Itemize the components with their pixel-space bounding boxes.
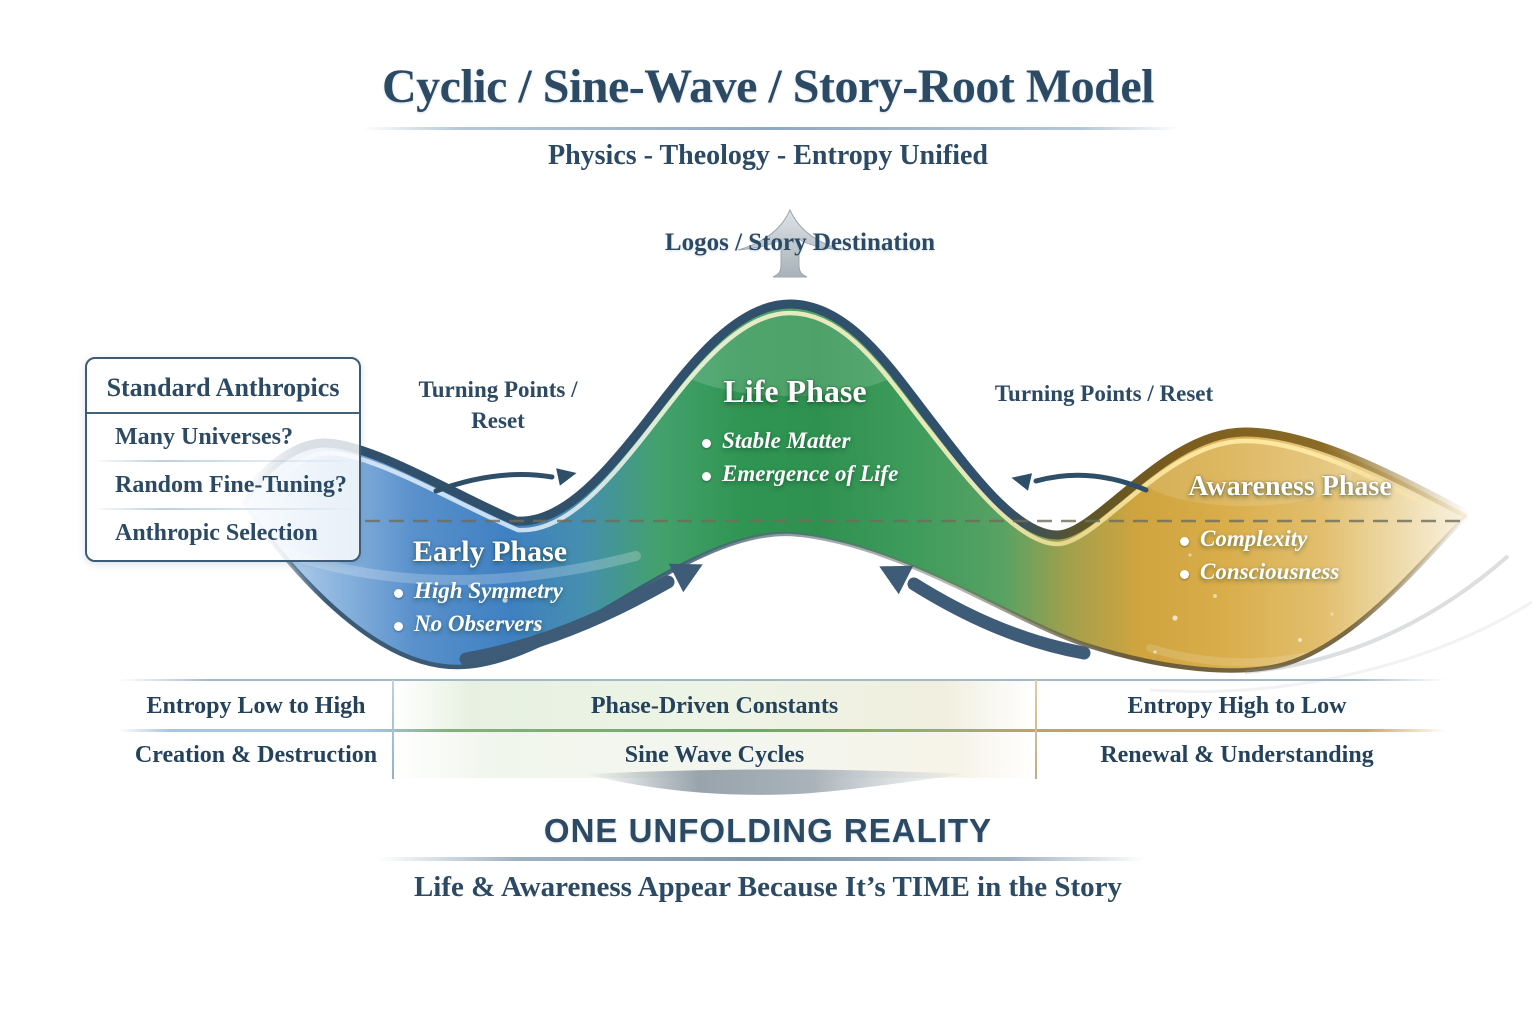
turning-points-left-line2: Reset xyxy=(471,408,525,433)
phase-bullet: No Observers xyxy=(394,611,618,637)
anthropics-item: Many Universes? xyxy=(115,424,293,450)
blue-sheen xyxy=(277,547,641,585)
footer-divider xyxy=(378,857,1146,861)
bullet-text: Emergence of Life xyxy=(722,461,899,486)
footer-title: ONE UNFOLDING REALITY xyxy=(543,812,993,849)
bullet-text: No Observers xyxy=(414,611,543,636)
early-phase-title: Early Phase xyxy=(412,535,568,568)
bullet-dot-icon xyxy=(702,439,711,448)
page-subtitle: Physics - Theology - Entropy Unified xyxy=(547,140,988,171)
creation-cell: Creation & Destruction xyxy=(134,742,378,768)
entropy-left-cell: Entropy Low to High xyxy=(146,693,366,719)
logos-destination-label: Logos / Story Destination xyxy=(664,229,936,256)
sine-cycles-cell: Sine Wave Cycles xyxy=(624,742,805,768)
life-phase-block: Life Phase Stable Matter Emergence of Li… xyxy=(650,372,940,487)
bullet-text: Consciousness xyxy=(1200,559,1340,584)
gold-bottom-sheen xyxy=(1146,612,1424,667)
wave-lower-edge xyxy=(240,500,1470,673)
middle-cell-background xyxy=(394,681,1035,729)
bullet-dot-icon xyxy=(1180,537,1189,546)
summary-table-column-divider xyxy=(1035,680,1037,779)
wave-band xyxy=(242,304,1468,671)
life-phase-title: Life Phase xyxy=(723,373,867,409)
summary-table-top-border xyxy=(118,679,1446,681)
bullet-text: High Symmetry xyxy=(414,578,563,603)
logos-up-arrow-icon xyxy=(737,208,843,278)
turning-points-right-label: Turning Points / Reset xyxy=(994,381,1214,406)
turning-points-left-line1: Turning Points / xyxy=(418,377,578,402)
anthropics-item-divider xyxy=(97,460,359,462)
phase-bullet: Emergence of Life xyxy=(702,461,940,487)
phase-bullet: Complexity xyxy=(1180,526,1442,552)
summary-table-row-divider xyxy=(118,729,1446,732)
awareness-phase-block: Awareness Phase Complexity Consciousness xyxy=(1138,470,1442,585)
page-title: Cyclic / Sine-Wave / Story-Root Model xyxy=(381,60,1155,113)
cycle-arrow-up-left-icon xyxy=(879,565,1091,660)
footer-subtitle: Life & Awareness Appear Because It’s TIM… xyxy=(413,871,1123,903)
bullet-dot-icon xyxy=(394,622,403,631)
renewal-cell: Renewal & Understanding xyxy=(1100,742,1374,768)
anthropics-item: Anthropic Selection xyxy=(115,520,318,546)
title-divider xyxy=(362,127,1180,130)
bullet-text: Complexity xyxy=(1200,526,1308,551)
entropy-right-cell: Entropy High to Low xyxy=(1127,693,1347,719)
right-flourish xyxy=(1244,554,1510,674)
standard-anthropics-panel: Standard Anthropics Many Universes? Rand… xyxy=(85,357,361,562)
peak-sheen xyxy=(660,300,920,396)
phase-bullet: Stable Matter xyxy=(702,428,940,454)
anthropics-item-divider xyxy=(97,508,359,510)
wave-inner-highlight xyxy=(264,310,1450,547)
down-swoosh-arrow-icon xyxy=(585,769,965,795)
constants-cell: Phase-Driven Constants xyxy=(590,693,839,719)
phase-bullet: High Symmetry xyxy=(394,578,618,604)
awareness-phase-title: Awareness Phase xyxy=(1188,471,1392,502)
bullet-text: Stable Matter xyxy=(722,428,851,453)
right-flourish-2 xyxy=(1149,600,1533,694)
turning-arrow-right-icon xyxy=(1011,472,1149,493)
summary-table-column-divider xyxy=(392,680,394,779)
turning-arrow-left-icon xyxy=(433,468,577,494)
cycle-arrow-up-right-icon xyxy=(459,563,703,666)
anthropics-panel-title: Standard Anthropics xyxy=(106,373,340,402)
anthropics-header-divider xyxy=(87,412,359,414)
bullet-dot-icon xyxy=(702,472,711,481)
turning-points-left-label: Turning Points / Reset xyxy=(398,374,598,436)
wave-upper-edge xyxy=(237,299,1473,540)
early-phase-block: Early Phase High Symmetry No Observers xyxy=(362,534,618,637)
bullet-dot-icon xyxy=(1180,570,1189,579)
phase-bullet: Consciousness xyxy=(1180,559,1442,585)
anthropics-item: Random Fine-Tuning? xyxy=(115,472,347,498)
bullet-dot-icon xyxy=(394,589,403,598)
sparkle-dots xyxy=(428,553,1334,654)
